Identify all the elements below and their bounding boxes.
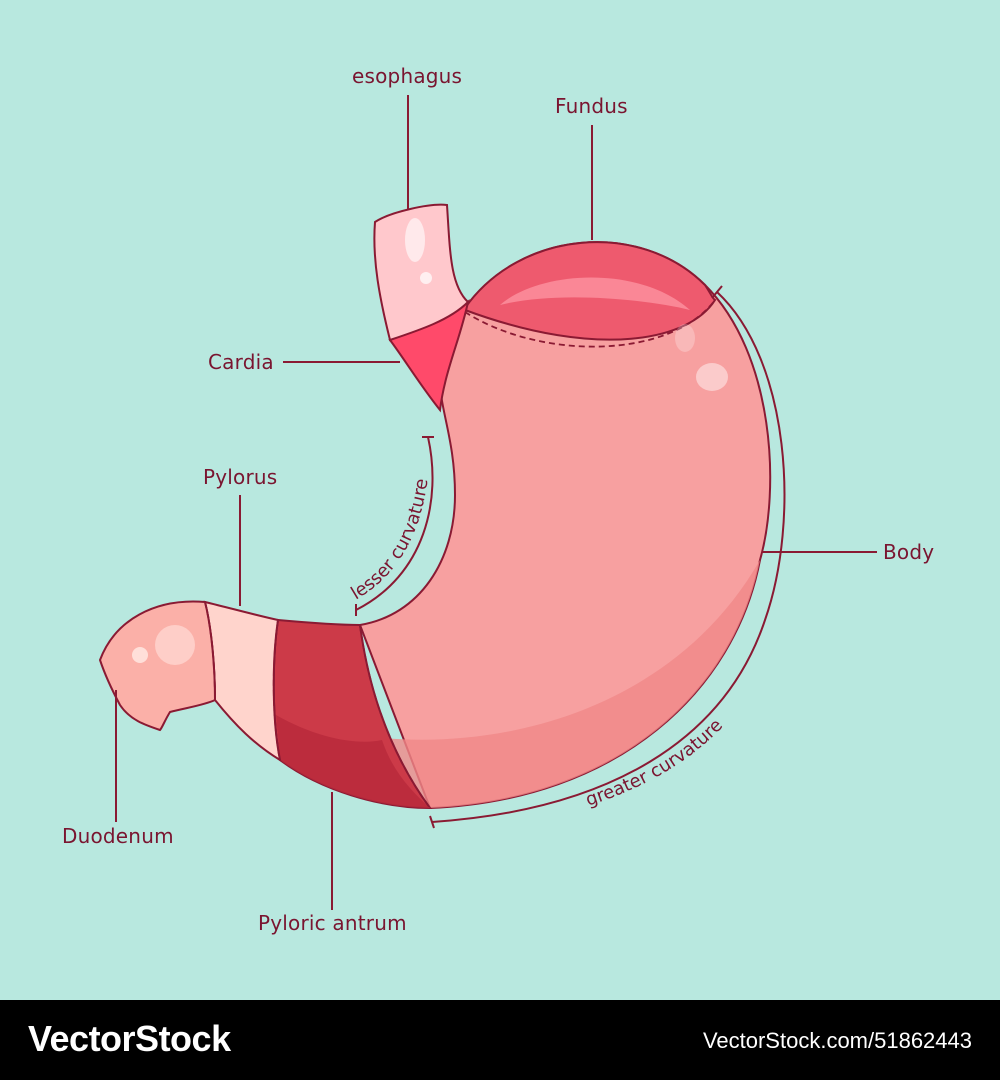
diagram-canvas: lesser curvature greater curvature esoph… — [0, 0, 1000, 1000]
duodenum-label: Duodenum — [62, 824, 174, 848]
esophagus-highlight — [405, 218, 425, 262]
antrum-boundary — [359, 624, 431, 809]
body-highlight — [696, 363, 728, 391]
lesser-curvature-bracket — [355, 436, 434, 611]
stomach-diagram: lesser curvature greater curvature — [98, 95, 877, 910]
greater-curvature-bracket — [431, 291, 786, 823]
fundus-highlight — [500, 277, 690, 310]
pylorus-label: Pylorus — [203, 465, 278, 489]
duodenum-highlight — [155, 625, 195, 665]
stomach-cardia — [388, 298, 470, 413]
body-highlight-2 — [675, 324, 695, 352]
stomach-shadow — [382, 560, 760, 808]
greater-bracket-cap-top — [711, 285, 723, 299]
cardia-label: Cardia — [208, 350, 274, 374]
watermark-bar: VectorStock VectorStock.com/51862443 — [0, 1000, 1000, 1080]
fundus-label: Fundus — [555, 94, 628, 118]
esophagus-label: esophagus — [352, 64, 463, 88]
pylorus-ring — [203, 600, 282, 763]
greater-bracket-cap-bottom — [429, 815, 435, 829]
duodenum-highlight-small — [132, 647, 148, 663]
pylorus-boundary — [272, 619, 281, 761]
fundus-boundary — [464, 299, 716, 348]
watermark-id: VectorStock.com/51862443 — [702, 1028, 972, 1053]
duodenum-stump — [98, 600, 217, 732]
antrum-lower-shade — [276, 715, 430, 808]
pyloric-antrum-label: Pyloric antrum — [258, 911, 407, 935]
esophagus-highlight-dot — [420, 272, 432, 284]
watermark-brand: VectorStock — [28, 1018, 231, 1059]
body-label: Body — [883, 540, 935, 564]
